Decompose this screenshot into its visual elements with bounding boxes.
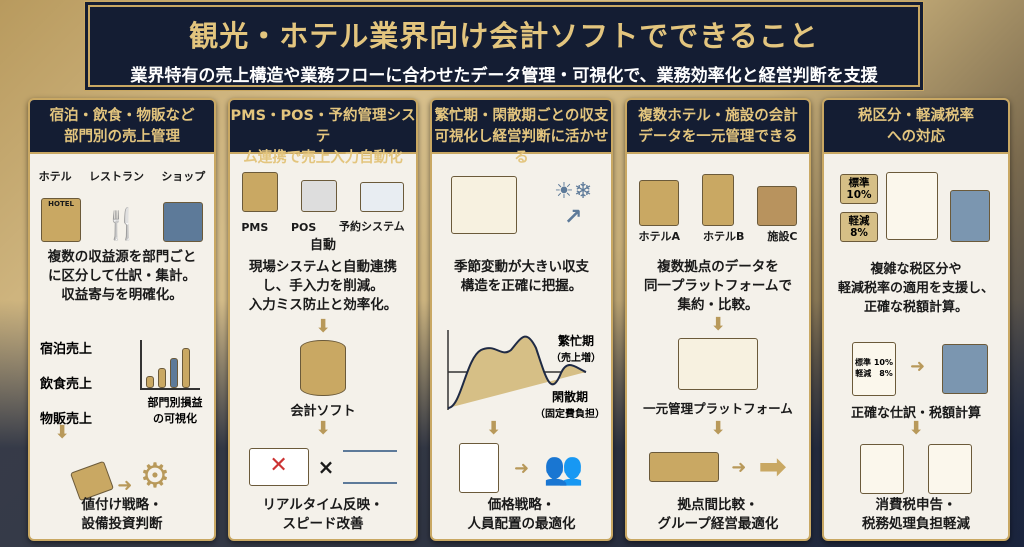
label-reservation: 予約システム	[338, 220, 405, 233]
journal-label: 正確な仕訳・税額計算	[850, 406, 981, 421]
down-arrow-icon: ⬇	[315, 418, 331, 439]
platform-label: 一元管理プラットフォーム	[643, 401, 793, 416]
laptop-icon	[360, 182, 405, 212]
slow-season-note: （固定費負担）	[535, 409, 605, 420]
receipt-reduced: 軽減 8%	[855, 369, 893, 378]
card-title: 宿泊・飲食・物販など 部門別の売上管理	[30, 100, 214, 154]
shop-icon	[162, 202, 203, 242]
hotel-b-icon	[701, 174, 734, 226]
label-shop: ショップ	[161, 170, 206, 183]
dashboard-icon	[678, 338, 758, 390]
right-arrow-icon: ➜	[731, 456, 747, 478]
card-seasonal: 繁忙期・閑散期ごとの収支 可視化し経営判断に活かせる ☀❄↗ 季節変動が大きい収…	[430, 98, 613, 541]
hotel-icon: HOTEL	[41, 198, 82, 242]
down-arrow-icon: ⬇	[908, 418, 924, 439]
card-description: 複雑な税区分や 軽減税率の適用を支援し、 正確な税額計算。	[837, 262, 994, 315]
label-pos: POS	[290, 221, 317, 234]
down-arrow-icon: ⬇	[710, 418, 726, 439]
down-arrow-icon: ⬇	[710, 314, 726, 335]
facility-c-icon	[757, 186, 798, 226]
label-hotel-b: ホテルB	[703, 230, 745, 243]
db-label: 会計ソフト	[290, 404, 356, 419]
right-arrow-icon: ➜	[910, 356, 926, 377]
cutlery-icon: 🍴	[103, 207, 141, 242]
card-result: 値付け戦略・ 設備投資判断	[81, 497, 163, 532]
times-symbol: ×	[317, 455, 335, 479]
sales-lodging: 宿泊売上	[40, 342, 93, 357]
seasonal-wave-chart	[447, 330, 587, 410]
label-hotel: ホテル	[38, 170, 72, 183]
tax-tag-reduced: 軽減 8%	[840, 212, 878, 242]
card-multi-property: 複数ホテル・施設の会計 データを一元管理できる ホテルA ホテルB 施設C 複数…	[625, 98, 811, 541]
down-arrow-icon: ⬇	[315, 316, 331, 337]
down-arrow-icon: ⬇	[485, 418, 502, 439]
label-pms: PMS	[241, 221, 269, 234]
card-result: 消費税申告・ 税務処理負担軽減	[862, 497, 970, 532]
calculator-icon	[942, 344, 988, 394]
calculator-icon	[950, 190, 990, 242]
receipt-standard: 標準 10%	[855, 358, 893, 367]
label-restaurant: レストラン	[88, 170, 144, 183]
bar-chart-icon	[140, 340, 200, 390]
card-description: 複数拠点のデータを 同一プラットフォームで 集約・比較。	[643, 259, 793, 313]
page-subtitle: 業界特有の売上構造や業務フローに合わせたデータ管理・可視化で、業務効率化と経営判…	[130, 66, 878, 86]
label-hotel-a: ホテルA	[638, 230, 681, 243]
card-title: 複数ホテル・施設の会計 データを一元管理できる	[627, 100, 809, 154]
card-result: 拠点間比較・ グループ経営最適化	[657, 497, 779, 532]
label-facility-c: 施設C	[767, 230, 798, 243]
card-description: 複数の収益源を部門ごと に区分して仕訳・集計。 収益寄与を明確化。	[47, 249, 197, 303]
ledger-book-icon: ✕	[248, 448, 309, 486]
busy-season-note: （売上増）	[551, 353, 601, 364]
card-description: 現場システムと自動連携 し、手入力を削減。 入力ミス防止と効率化。	[248, 259, 398, 313]
card-title: PMS・POS・予約管理システ ム連携で売上入力自動化	[230, 100, 416, 166]
card-title: 税区分・軽減税率 への対応	[824, 100, 1008, 154]
hotel-sign: HOTEL	[48, 200, 74, 208]
slow-season-label: 閑散期	[551, 390, 588, 404]
card-title: 繁忙期・閑散期ごとの収支 可視化し経営判断に活かせる	[432, 100, 611, 166]
gear-icon: ⚙	[139, 456, 171, 496]
header-banner: 観光・ホテル業界向け会計ソフトでできること 業界特有の売上構造や業務フローに合わ…	[88, 5, 920, 87]
down-arrow-icon: ⬇	[54, 422, 70, 443]
calendar-icon	[450, 176, 517, 234]
right-arrow-icon: ➜	[117, 475, 133, 496]
tax-form-icon	[860, 444, 904, 494]
staff-icon: 👥	[543, 449, 584, 487]
big-arrow-icon: ➡	[758, 447, 787, 487]
sales-retail: 物販売上	[40, 412, 93, 427]
meeting-icon	[649, 452, 720, 482]
pos-register-icon	[300, 180, 337, 212]
card-result: 価格戦略・ 人員配置の最適化	[467, 497, 576, 532]
hotel-a-icon	[638, 180, 679, 226]
page-title: 観光・ホテル業界向け会計ソフトでできること	[189, 19, 819, 53]
strategy-clipboard-icon	[459, 443, 500, 493]
document-scroll-icon	[886, 172, 938, 240]
card-result: リアルタイム反映・ スピード改善	[262, 497, 384, 532]
tax-tag-standard: 標準 10%	[840, 174, 878, 204]
card-tax: 税区分・軽減税率 への対応 標準 10% 軽減 8% 複雑な税区分や 軽減税率の…	[822, 98, 1010, 541]
auto-label: 自動	[309, 238, 336, 253]
card-system-integration: PMS・POS・予約管理システ ム連携で売上入力自動化 PMS POS 予約シス…	[228, 98, 418, 541]
chart-label: 部門別損益 の可視化	[147, 396, 203, 425]
busy-season-label: 繁忙期	[557, 334, 594, 348]
database-icon	[300, 340, 346, 396]
receipt-icon: 標準 10% 軽減 8%	[852, 342, 896, 396]
card-description: 季節変動が大きい収支 構造を正確に把握。	[454, 259, 589, 294]
season-trend-icon: ☀❄↗	[554, 179, 593, 230]
signed-document-icon	[928, 444, 972, 494]
circuit-icon	[343, 450, 398, 484]
right-arrow-icon: ➜	[514, 457, 530, 479]
card-department-sales: 宿泊・飲食・物販など 部門別の売上管理 ホテル レストラン ショップ HOTEL…	[28, 98, 216, 541]
server-icon	[241, 172, 278, 212]
sales-food: 飲食売上	[40, 377, 93, 392]
